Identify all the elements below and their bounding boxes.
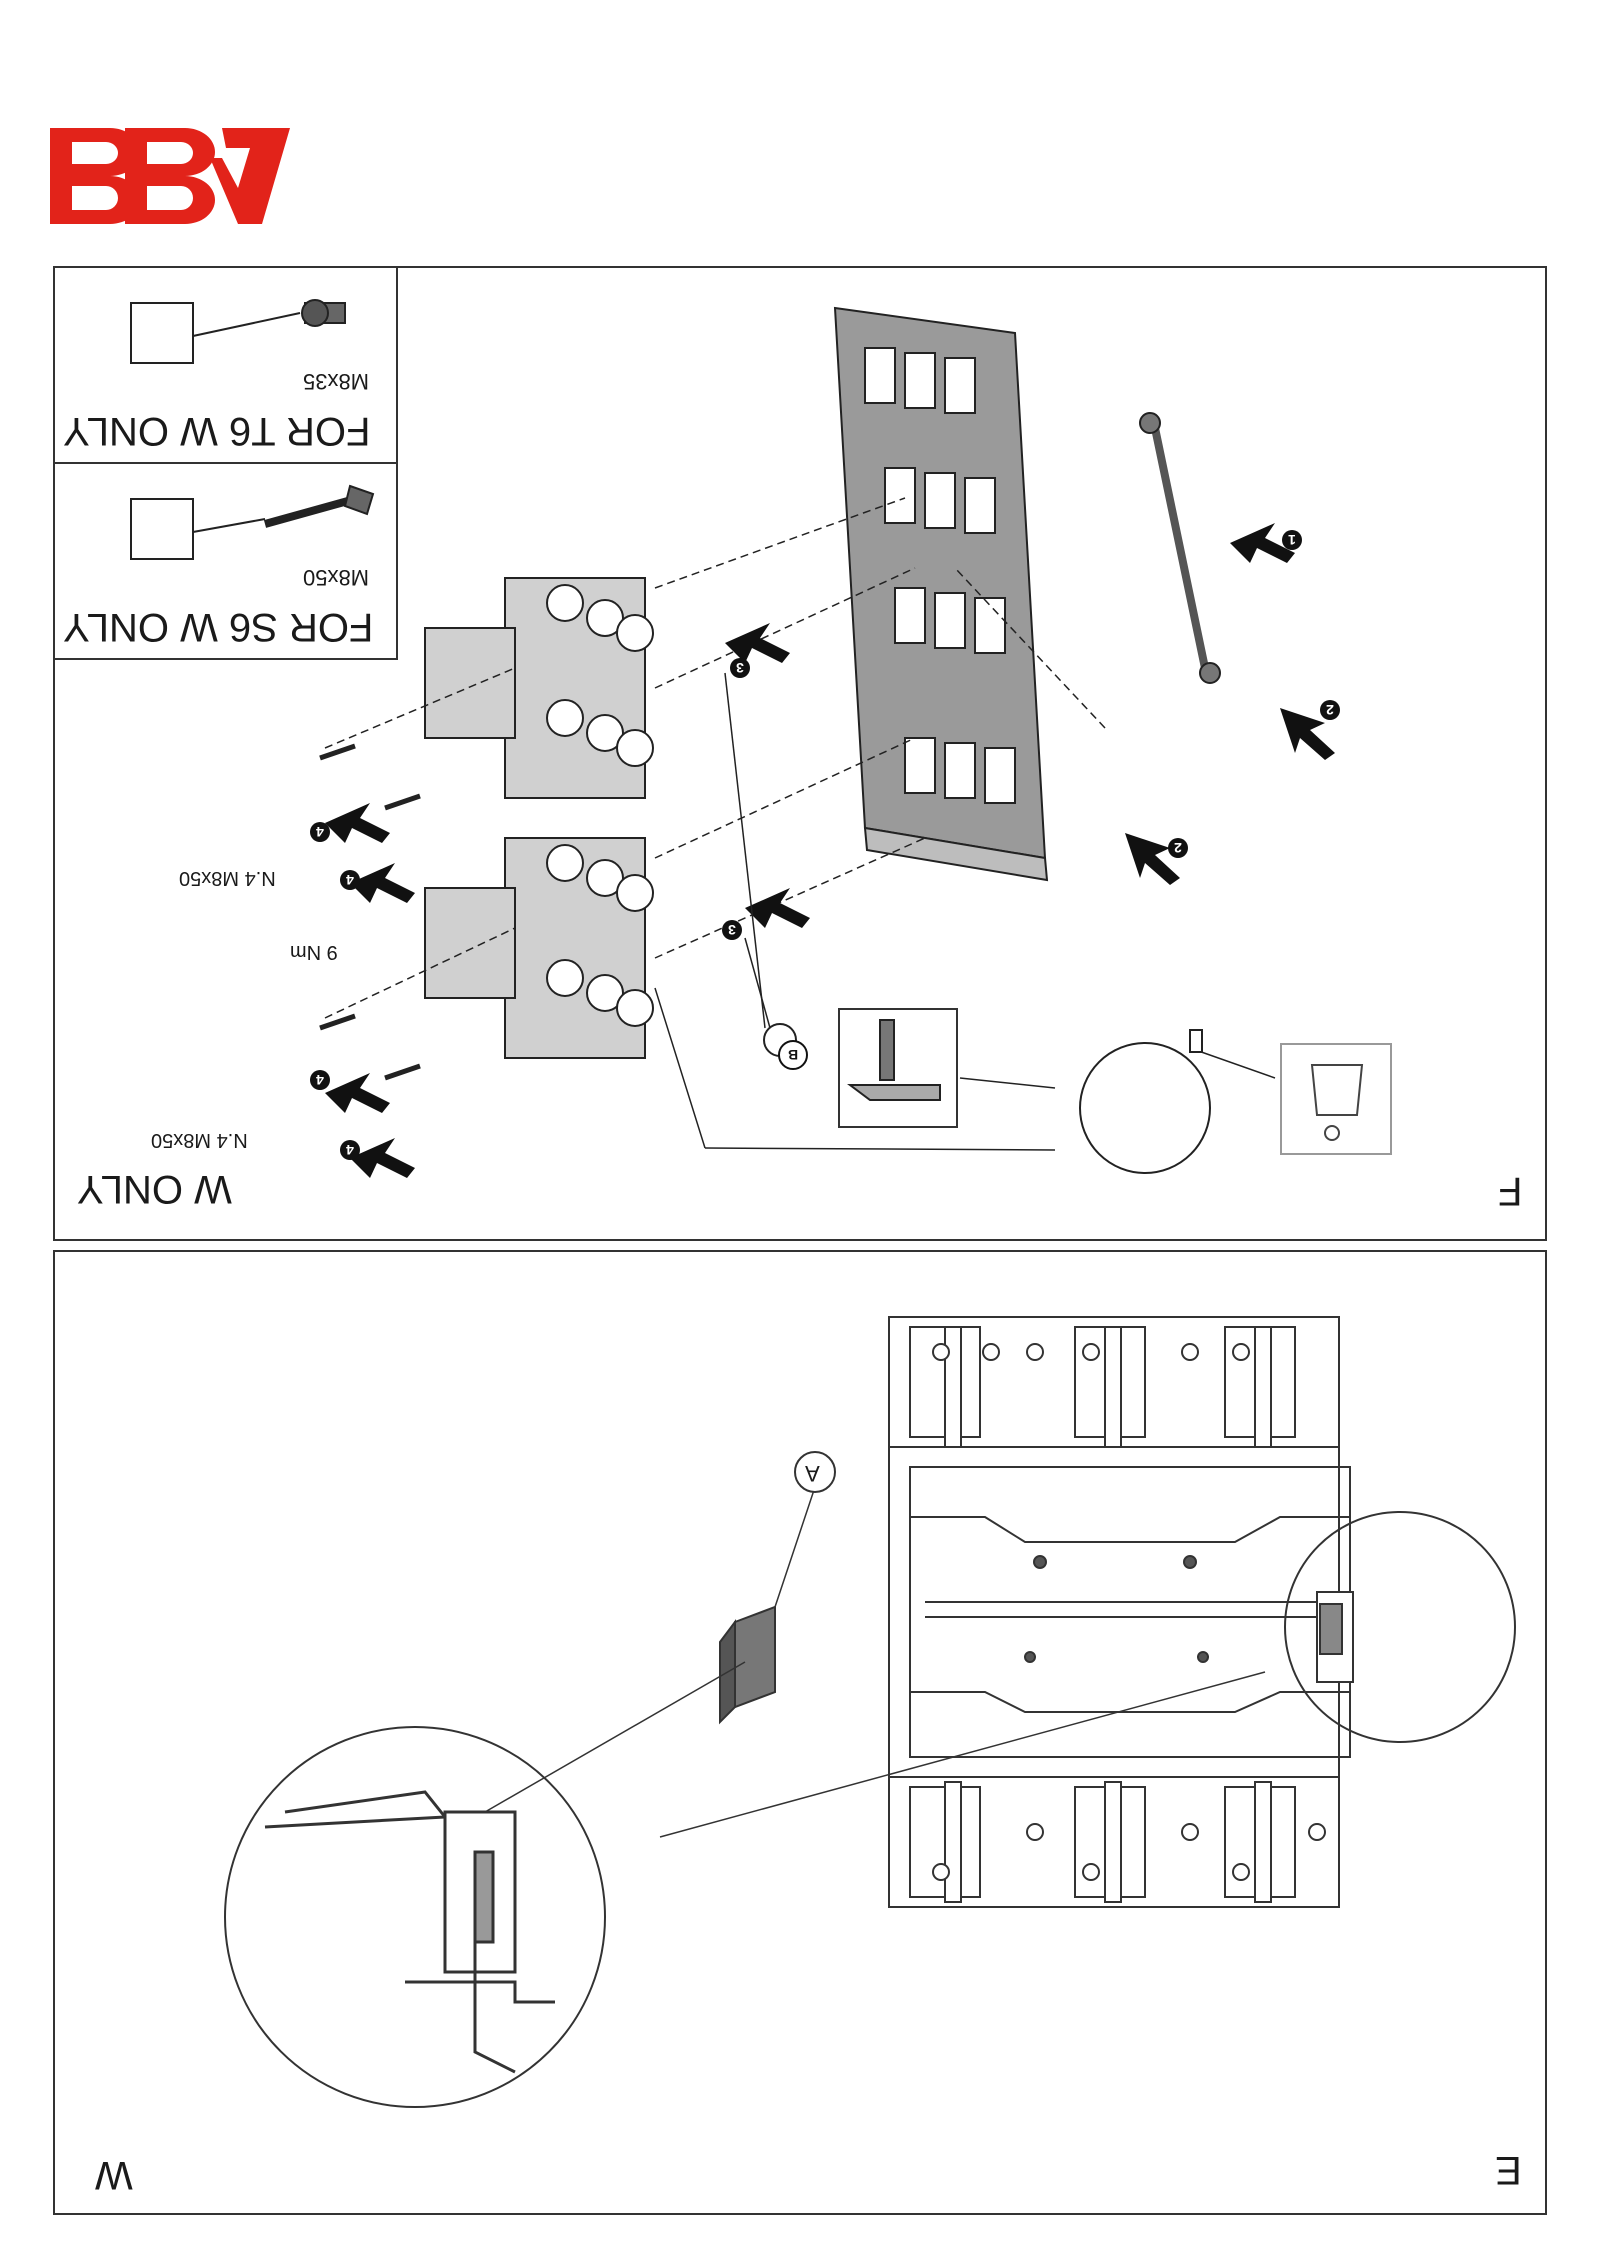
detail-inset-tool — [1280, 1043, 1392, 1155]
panel-assembly-f: FOR T6 W ONLY M8x35 FOR S6 W ONLY M8x50 — [53, 266, 1547, 1241]
detail-inset-handle — [838, 1008, 958, 1128]
callout-B-9: B — [778, 1040, 808, 1070]
callout-1-0: 1 — [1282, 530, 1302, 550]
bolt-icon — [130, 484, 375, 560]
screw-label-2: N.4 M8x50 — [151, 1129, 248, 1151]
inset-s6: FOR S6 W ONLY M8x50 — [53, 462, 398, 660]
callout-3-4: 3 — [722, 920, 742, 940]
torque-label: 9 Nm — [290, 941, 338, 963]
abb-logo — [50, 128, 290, 224]
callout-2-2: 2 — [1168, 838, 1188, 858]
section-letter-e: E — [1495, 2148, 1522, 2192]
callout-a: A — [805, 1461, 820, 1486]
variant-label-w-only: W ONLY — [77, 1167, 232, 1211]
callout-2-1: 2 — [1320, 700, 1340, 720]
variant-label-w: W — [95, 2153, 133, 2197]
callout-4-5: 4 — [310, 822, 330, 842]
bolt-icon — [130, 299, 346, 364]
inset-t6-screw-label: M8x35 — [303, 369, 370, 394]
inset-s6-screw-label: M8x50 — [303, 565, 370, 590]
callout-4-7: 4 — [310, 1070, 330, 1090]
section-letter-f: F — [1498, 1169, 1523, 1213]
exploded-assembly-drawing — [319, 306, 1335, 1178]
callout-4-6: 4 — [340, 870, 360, 890]
inset-t6-title: FOR T6 W ONLY — [63, 409, 371, 453]
screw-label-1: N.4 M8x50 — [179, 867, 276, 889]
callout-3-3: 3 — [730, 658, 750, 678]
breaker-front-drawing — [224, 1316, 1516, 2108]
callout-4-8: 4 — [340, 1140, 360, 1160]
panel-assembly-e: A W E — [53, 1250, 1547, 2215]
inset-t6: FOR T6 W ONLY M8x35 — [53, 266, 398, 464]
inset-s6-title: FOR S6 W ONLY — [63, 605, 374, 649]
